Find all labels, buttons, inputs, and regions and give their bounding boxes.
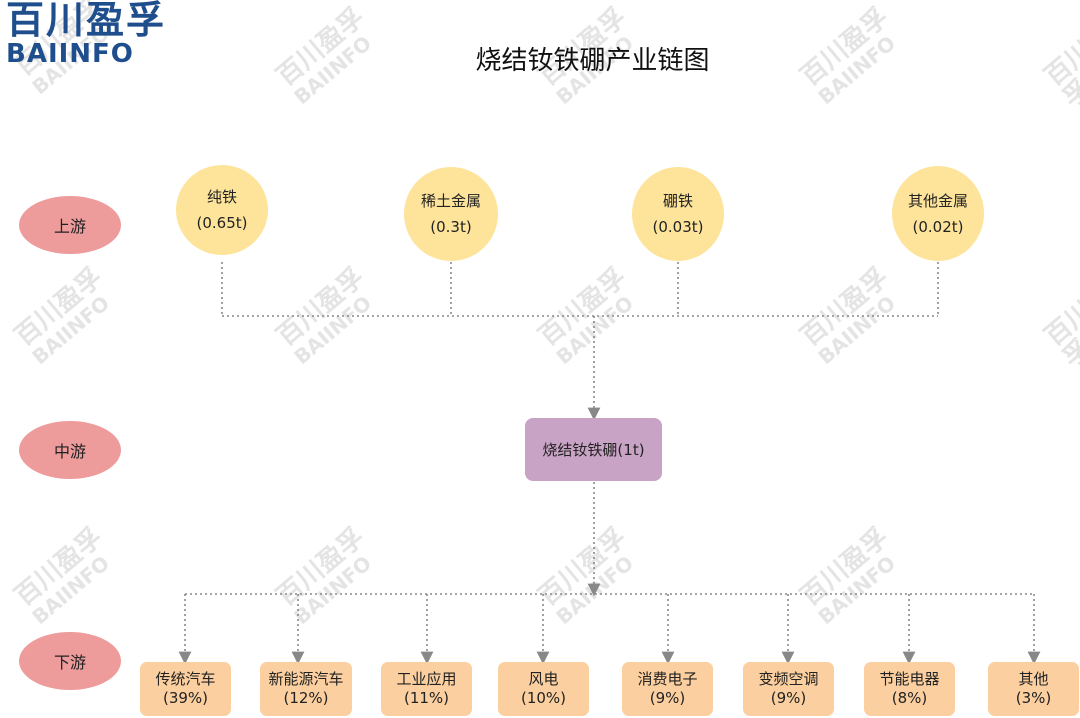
diagram-title: 烧结钕铁硼产业链图 (475, 46, 710, 76)
node-name: 其他 (1018, 670, 1049, 688)
node-name: 消费电子 (637, 670, 698, 688)
node-amount: (0.03t) (652, 218, 704, 236)
node-name: 工业应用 (396, 670, 457, 688)
upstream-node-ferroboron: 硼铁 (0.03t) (632, 167, 724, 261)
node-share: (9%) (770, 689, 807, 707)
downstream-node-other: 其他 (3%) (988, 662, 1079, 716)
node-name: 纯铁 (206, 188, 237, 206)
logo-english: BAIINFO (6, 39, 134, 69)
node-name: 变频空调 (758, 670, 819, 688)
logo-chinese: 百川盈孚 (6, 0, 167, 42)
upstream-node-rare-earth: 稀土金属 (0.3t) (404, 167, 498, 261)
node-amount: (0.02t) (912, 217, 964, 236)
stage-midstream: 中游 (19, 421, 121, 479)
node-name: 节能电器 (879, 670, 940, 688)
midstream-node-sintered-ndfeb: 烧结钕铁硼(1t) (525, 418, 662, 481)
node-share: (8%) (891, 689, 928, 707)
upstream-node-pure-iron: 纯铁 (0.65t) (176, 165, 268, 255)
downstream-node-wind-power: 风电 (10%) (498, 662, 589, 716)
downstream-node-inverter-ac: 变频空调 (9%) (743, 662, 834, 716)
node-share: (10%) (520, 689, 567, 707)
node-name: 硼铁 (662, 192, 693, 210)
downstream-node-industrial: 工业应用 (11%) (381, 662, 472, 716)
node-share: (39%) (162, 689, 209, 707)
node-share: (12%) (283, 689, 329, 707)
node-name: 传统汽车 (155, 670, 216, 688)
upstream-node-other-metals: 其他金属 (0.02t) (892, 166, 984, 261)
node-share: (11%) (403, 689, 450, 707)
node-name: 风电 (528, 670, 559, 688)
downstream-node-energy-saving-appliances: 节能电器 (8%) (864, 662, 955, 716)
node-name: 新能源汽车 (268, 670, 344, 688)
stage-upstream: 上游 (19, 196, 121, 254)
brand-logo: 百川盈孚 BAIINFO (6, 0, 166, 68)
downstream-node-new-energy-vehicles: 新能源汽车 (12%) (260, 662, 352, 716)
downstream-node-traditional-vehicles: 传统汽车 (39%) (140, 662, 231, 716)
node-name: 稀土金属 (420, 192, 481, 210)
downstream-node-consumer-electronics: 消费电子 (9%) (622, 662, 713, 716)
node-amount: (0.65t) (196, 214, 248, 232)
node-share: (9%) (649, 689, 686, 707)
node-share: (3%) (1015, 689, 1052, 707)
node-amount: (0.3t) (430, 218, 472, 236)
stage-downstream: 下游 (19, 632, 121, 690)
node-name: 其他金属 (907, 191, 968, 210)
